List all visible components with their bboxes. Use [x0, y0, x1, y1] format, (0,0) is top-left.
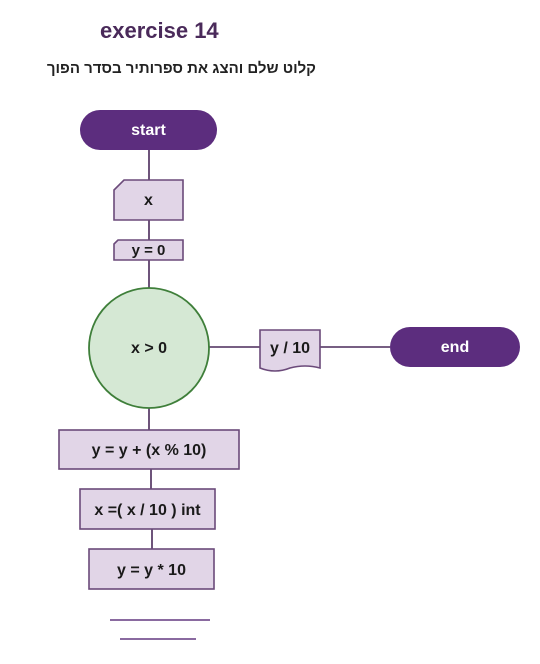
- end-terminal: end: [390, 327, 520, 367]
- end-label: end: [441, 339, 469, 356]
- step1-label: y = y + (x % 10): [92, 442, 207, 459]
- page-subtitle: קלוט שלם והצג את ספרותיר בסדר הפוך: [46, 60, 316, 77]
- condition-node: x > 0: [88, 287, 210, 409]
- init-y-label: y = 0: [132, 242, 166, 259]
- bottom-divider: [110, 619, 210, 640]
- condition-label: x > 0: [131, 340, 167, 357]
- step3-node: y = y * 10: [88, 548, 215, 590]
- page-title: exercise 14: [100, 18, 219, 43]
- connectors: [148, 150, 390, 549]
- init-y-node: y = 0: [113, 239, 184, 261]
- step2-label: x =( x / 10 ) int: [94, 502, 201, 519]
- output-node: y / 10: [259, 329, 321, 372]
- start-label: start: [131, 122, 166, 139]
- input-x-node: x: [113, 179, 184, 221]
- step2-node: x =( x / 10 ) int: [79, 488, 216, 530]
- step3-label: y = y * 10: [117, 562, 186, 579]
- input-x-label: x: [144, 192, 153, 209]
- start-terminal: start: [80, 110, 217, 150]
- output-label: y / 10: [270, 340, 310, 357]
- step1-node: y = y + (x % 10): [58, 429, 240, 470]
